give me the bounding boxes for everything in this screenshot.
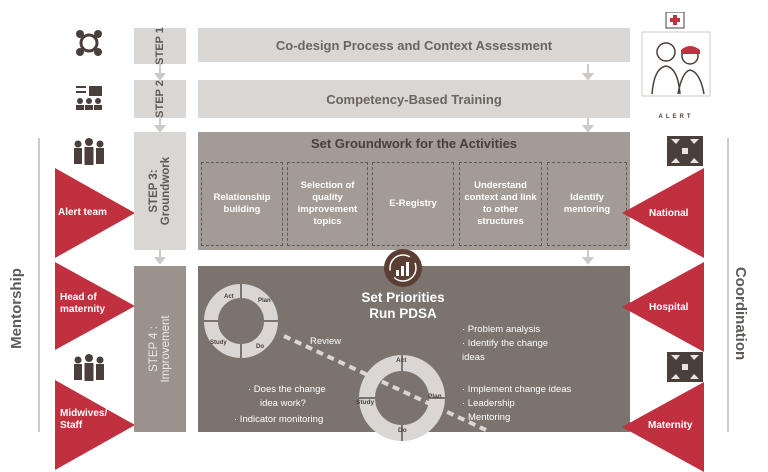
step3-title: Set Groundwork for the Activities — [310, 136, 518, 151]
right-list-2-item-1: · Implement change ideas — [462, 384, 572, 395]
cycle2-study: Study — [356, 399, 374, 406]
midwives-line2: Staff — [60, 420, 83, 431]
team-icon — [74, 138, 104, 165]
pdsa-dashed-path — [283, 334, 487, 432]
left-triangle-head-maternity — [55, 262, 135, 350]
groundwork-box-eregistry: E-Registry — [372, 162, 454, 246]
national-coordination-icon — [667, 136, 703, 166]
pdsa-cycle-1-icon: Act Plan Study Do — [204, 284, 278, 358]
review-label: Review — [310, 336, 342, 347]
step3-panel: Set Groundwork for the Activities — [198, 132, 630, 250]
improvement-chart-icon — [384, 249, 422, 287]
head-of-maternity-line1: Head of — [60, 292, 97, 303]
step4-title-line1: Set Priorities — [361, 290, 445, 305]
groundwork-box-selection: Selection of quality improvement topics — [287, 162, 368, 246]
left-triangle-alert-team — [55, 168, 135, 258]
left-list-item-3: · Indicator monitoring — [234, 414, 324, 425]
alert-team-label: Alert team — [58, 207, 107, 218]
cycle1-study: Study — [210, 340, 227, 346]
right-list-1-item-1: · Problem analysis — [462, 324, 541, 335]
cycle1-do: Do — [256, 344, 264, 350]
head-of-maternity-label: Head of maternity — [60, 292, 105, 316]
right-bracket-line — [727, 138, 729, 432]
hospital-label: Hospital — [649, 302, 689, 313]
right-triangle-hospital — [622, 262, 704, 352]
cycle2-plan: Plan — [428, 393, 442, 400]
cycle2-do: Do — [398, 427, 407, 434]
step4-panel — [198, 266, 630, 432]
training-icon — [76, 86, 102, 110]
step2-bar: Competency-Based Training — [198, 80, 630, 118]
step-connector-arrows — [153, 64, 595, 265]
right-list-2-item-3: Mentoring — [468, 412, 511, 423]
staff-icon — [74, 354, 104, 381]
coordination-label: Coordination — [732, 266, 750, 361]
step1-tab-text: STEP 1 — [154, 27, 166, 65]
cycle1-plan: Plan — [258, 298, 271, 304]
pdsa-cycle-2-icon: Act Plan Study Do — [356, 355, 445, 441]
mentorship-label: Mentorship — [7, 268, 25, 349]
step1-bar: Co-design Process and Context Assessment — [198, 28, 630, 62]
groundwork-box-mentoring: Identify mentoring — [547, 162, 627, 246]
left-list-item-2: idea work? — [260, 398, 306, 409]
step4-title-line2: Run PDSA — [369, 306, 437, 321]
groundwork-box-relationship: Relationship building — [201, 162, 283, 246]
step4-tab-line2: Improvement — [160, 315, 172, 383]
step1-tab: STEP 1 — [134, 27, 186, 65]
national-label: National — [649, 208, 689, 219]
maternity-coordination-icon — [667, 352, 703, 382]
head-of-maternity-line2: maternity — [60, 304, 106, 315]
step4-tab-text: STEP 4 : Improvement — [148, 315, 172, 382]
right-list-2-item-2: · Leadership — [462, 398, 515, 409]
maternity-label: Maternity — [648, 420, 693, 431]
right-triangle-national — [622, 168, 704, 258]
step4-tab: STEP 4 : Improvement — [134, 266, 186, 432]
alert-logo-icon — [641, 12, 711, 97]
step2-tab: STEP 2 — [134, 80, 186, 118]
alert-logo-text: ALERT — [658, 114, 694, 120]
left-list-item-1: · Does the change — [248, 384, 326, 395]
groundwork-box-context: Understand context and link to other str… — [459, 162, 542, 246]
right-list-1-item-2: · Identify the change — [462, 338, 549, 349]
left-bracket-line — [38, 138, 40, 432]
midwives-staff-label: Midwives/ Staff — [60, 408, 107, 432]
step3-tab: STEP 3: Groundwork — [134, 132, 186, 250]
cycle2-act: Act — [396, 357, 407, 364]
cycle1-act: Act — [224, 294, 234, 300]
midwives-line1: Midwives/ — [60, 408, 108, 419]
right-list-1-item-3: ideas — [462, 352, 485, 363]
step4-tab-line1: STEP 4 : — [148, 326, 160, 372]
collaboration-icon — [76, 30, 102, 56]
